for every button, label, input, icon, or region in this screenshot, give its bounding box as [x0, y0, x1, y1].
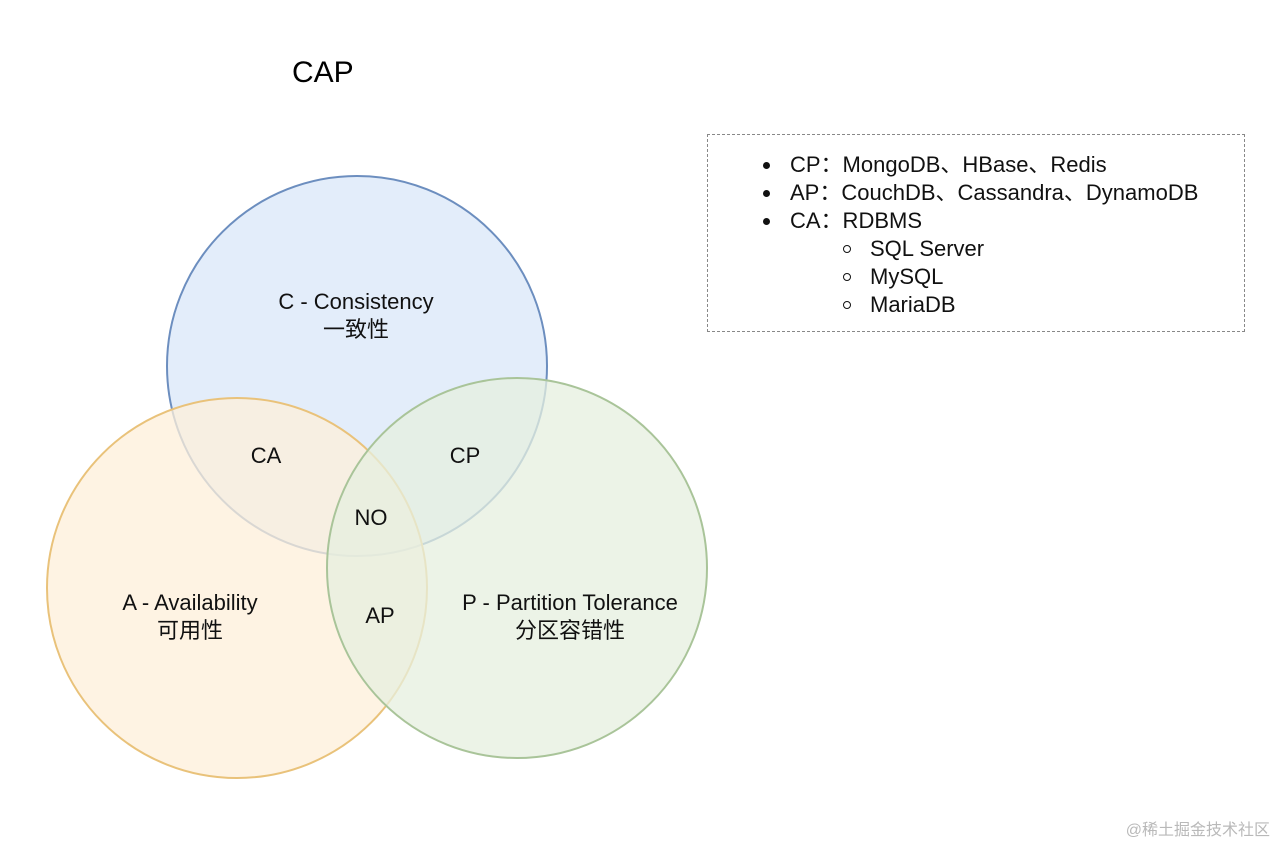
watermark: @稀土掘金技术社区 [1125, 822, 1270, 839]
availability-label-name: A - Availability [122, 590, 258, 615]
cp-intersection-label: CP [449, 443, 481, 468]
legend-box [707, 134, 1245, 332]
consistency-label-cn: 一致性 [322, 317, 389, 342]
legend-subitem-mysql: MySQL [840, 263, 1198, 291]
availability-label-cn: 可用性 [156, 618, 223, 643]
legend-item-ca: CA：RDBMS SQL Server MySQL MariaDB [760, 207, 1198, 319]
consistency-label-name: C - Consistency [278, 289, 434, 314]
partition-label-name: P - Partition Tolerance [462, 590, 678, 615]
legend-subitem-mariadb: MariaDB [840, 291, 1198, 319]
legend-item-ap: AP：CouchDB、Cassandra、DynamoDB [760, 179, 1198, 207]
partition-label: P - Partition Tolerance 分区容错性 [450, 589, 690, 645]
consistency-label: C - Consistency 一致性 [270, 288, 442, 344]
legend-subitem-sqlserver: SQL Server [840, 235, 1198, 263]
legend-item-cp-text: CP：MongoDB、HBase、Redis [790, 152, 1107, 177]
legend-sublist-ca: SQL Server MySQL MariaDB [790, 235, 1198, 319]
no-intersection-label: NO [354, 505, 388, 530]
legend-item-ap-text: AP：CouchDB、Cassandra、DynamoDB [790, 180, 1199, 205]
partition-label-cn: 分区容错性 [514, 618, 625, 643]
ca-intersection-label: CA [250, 443, 282, 468]
legend-list: CP：MongoDB、HBase、Redis AP：CouchDB、Cassan… [760, 151, 1198, 319]
legend-item-cp: CP：MongoDB、HBase、Redis [760, 151, 1198, 179]
availability-label: A - Availability 可用性 [112, 589, 268, 645]
partition-circle [326, 377, 708, 759]
ap-intersection-label: AP [365, 603, 395, 628]
legend-item-ca-text: CA：RDBMS [790, 208, 923, 233]
diagram-title: CAP [292, 56, 354, 89]
